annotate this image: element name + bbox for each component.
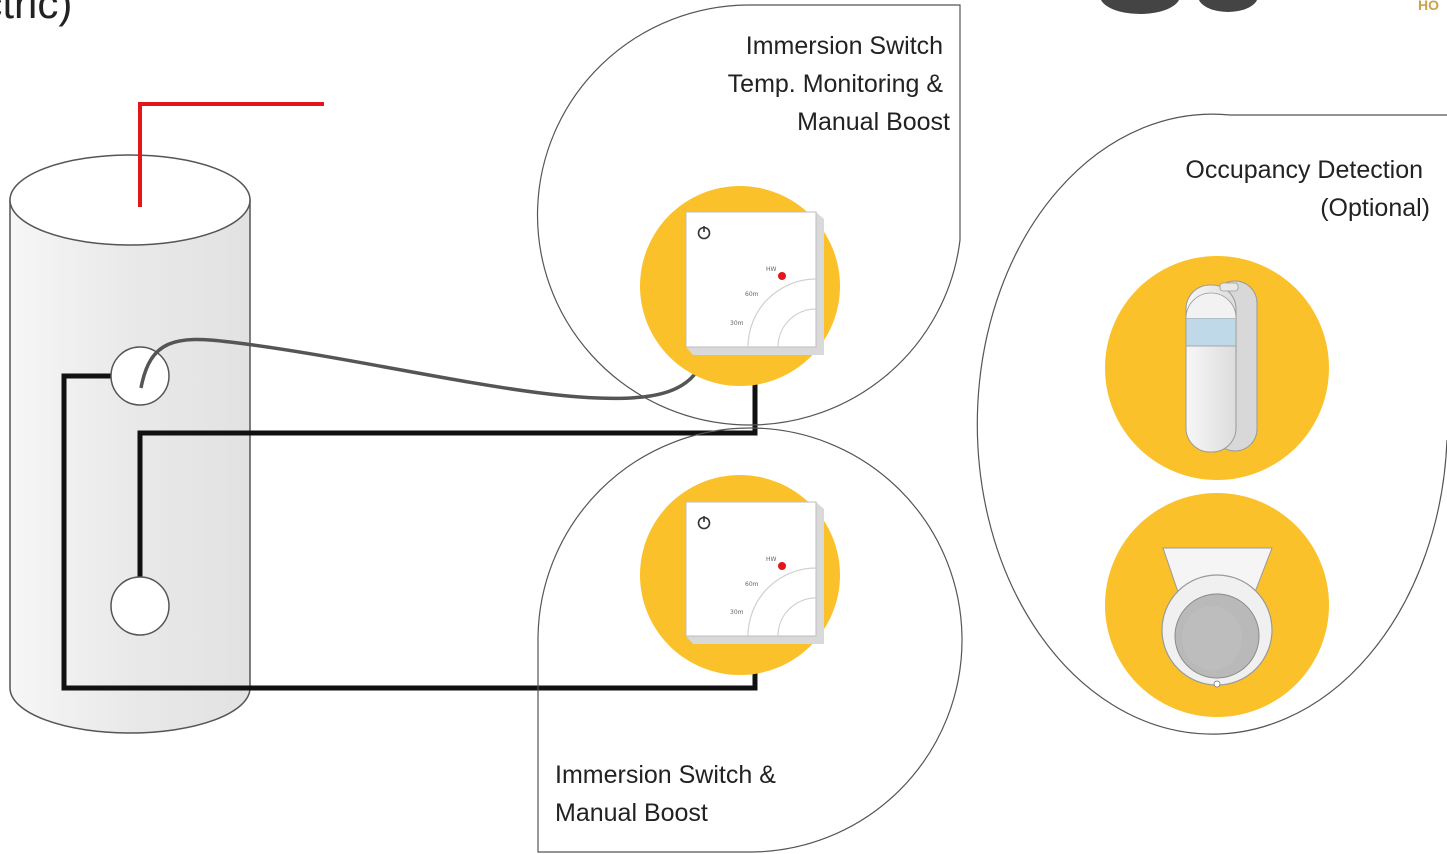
svg-text:Immersion Switch Temp. Mon: Immersion Switch Temp. Monitoring & Manu… bbox=[728, 32, 950, 136]
power-icon bbox=[697, 226, 711, 240]
top-immersion-switch-device: HW 60m 30m bbox=[685, 211, 824, 355]
live-feed-wire bbox=[138, 102, 324, 207]
scale-label-30m: 30m bbox=[730, 609, 744, 616]
status-led bbox=[778, 272, 786, 280]
bottom-switch-label-line2: Manual Boost bbox=[555, 799, 708, 827]
hot-water-cylinder bbox=[9, 154, 251, 734]
top-switch-label-line3: Manual Boost bbox=[797, 108, 950, 136]
top-switch-label-line2: Temp. Monitoring & bbox=[728, 70, 944, 98]
scale-label-60m: 60m bbox=[745, 581, 759, 588]
scale-label-60m: 60m bbox=[745, 291, 759, 298]
top-switch-label-line1: Immersion Switch bbox=[746, 32, 943, 60]
scale-label-30m: 30m bbox=[730, 320, 744, 327]
status-led bbox=[778, 562, 786, 570]
occupancy-label-line2: (Optional) bbox=[1320, 194, 1430, 222]
logo-text: HO bbox=[1418, 0, 1439, 13]
ceiling-sensor-icon bbox=[1161, 547, 1273, 688]
svg-text:Occupancy Detection (Optio: Occupancy Detection (Optional) bbox=[1185, 156, 1430, 222]
bottom-immersion-switch-device: HW 60m 30m bbox=[685, 501, 824, 644]
temperature-sensor-cable bbox=[139, 337, 710, 401]
brand-logo-fragment: HO bbox=[1101, 0, 1439, 14]
power-icon bbox=[697, 516, 711, 530]
occupancy-label-line1: Occupancy Detection bbox=[1185, 156, 1423, 184]
occupancy-callout bbox=[976, 113, 1447, 735]
scale-label-hw: HW bbox=[766, 556, 777, 563]
top-switch-callout bbox=[536, 4, 961, 426]
bottom-switch-callout bbox=[537, 427, 963, 853]
pir-sensor-icon bbox=[1185, 280, 1258, 453]
scale-label-hw: HW bbox=[766, 266, 777, 273]
immersion-element-top bbox=[110, 346, 170, 406]
bottom-switch-label-line1: Immersion Switch & bbox=[555, 761, 776, 789]
immersion-element-bottom bbox=[110, 576, 170, 636]
title-fragment: ectric) bbox=[0, 0, 72, 27]
svg-text:Immersion Switch & Manual: Immersion Switch & Manual Boost bbox=[555, 761, 783, 827]
wire-bottom-element bbox=[137, 352, 758, 583]
